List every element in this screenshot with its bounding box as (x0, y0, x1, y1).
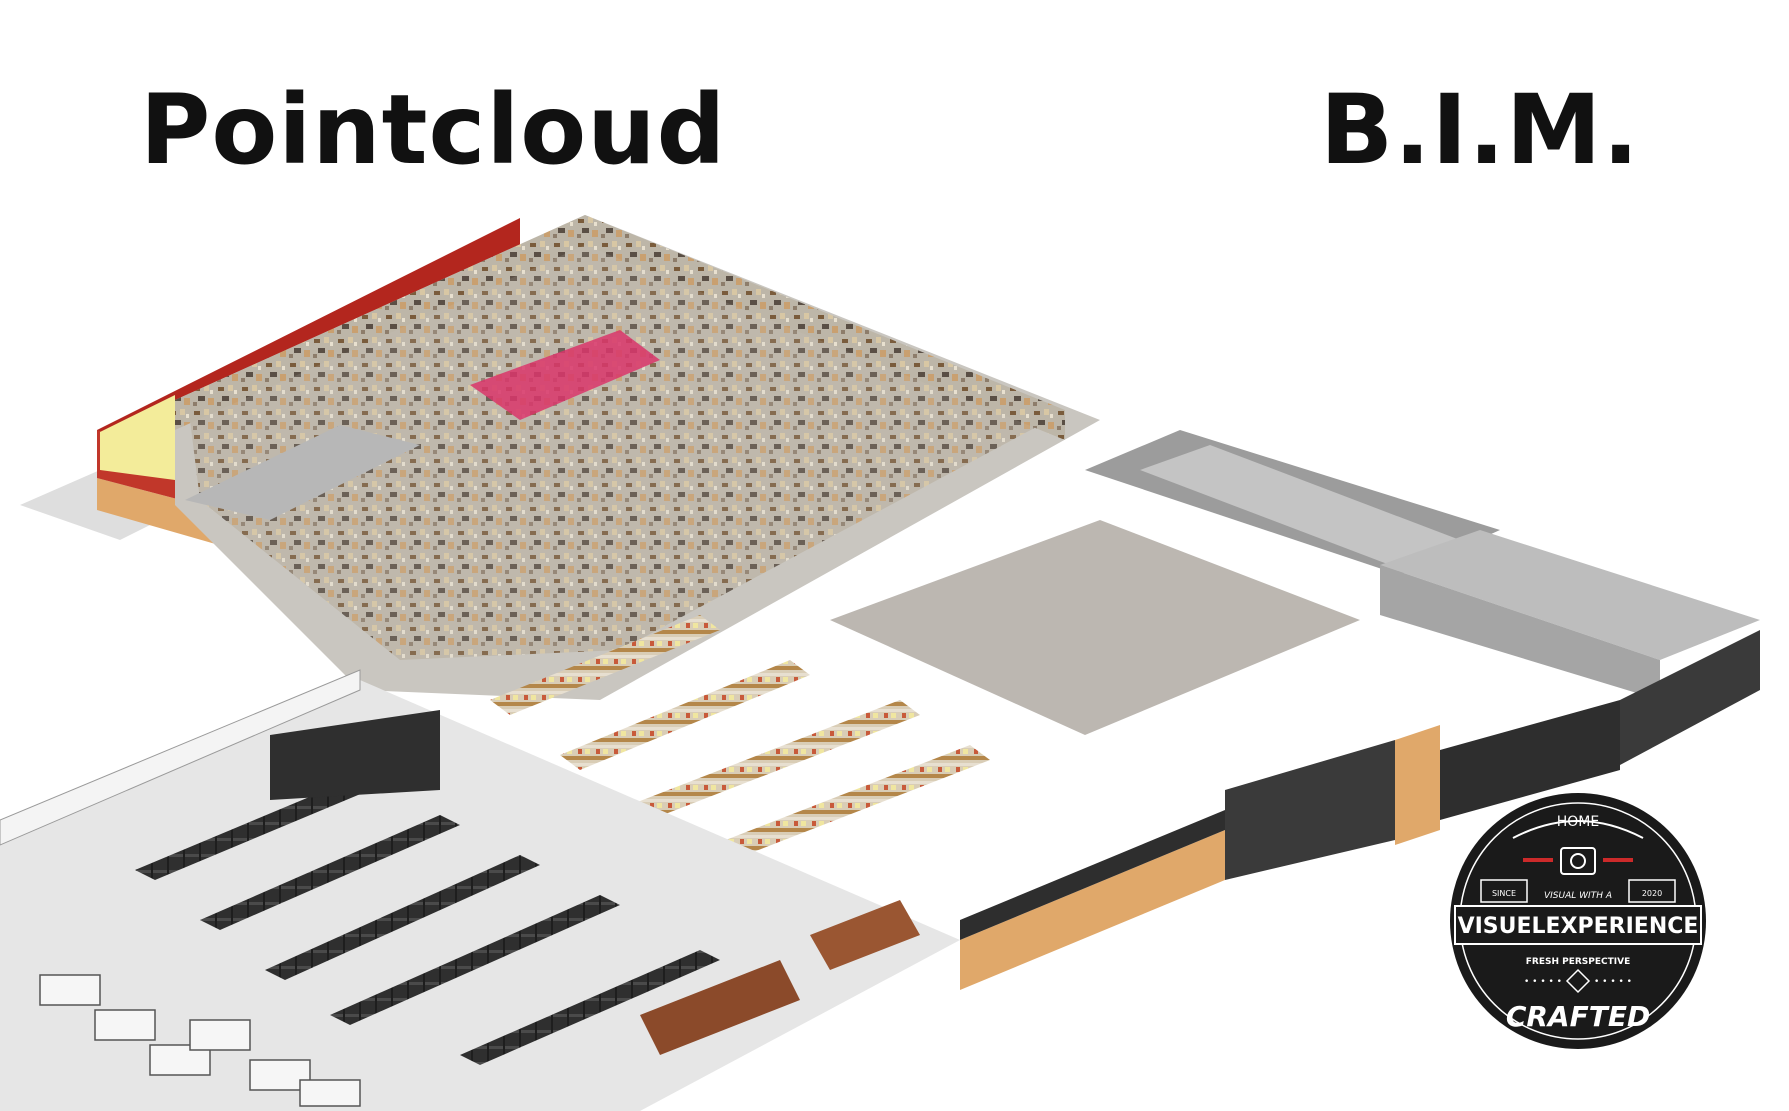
bim-rack-1 (135, 780, 370, 880)
wood-crate-1 (640, 960, 800, 1055)
pointcloud-back-walls (175, 215, 1065, 440)
camera-icon (1560, 847, 1596, 875)
bim-freezer-row (270, 710, 440, 800)
bim-rack-2 (200, 815, 460, 930)
visuelexperience-badge: HOME SINCE VISUAL WITH A 2020 VISUELEXPE… (1445, 788, 1711, 1054)
badge-home-text: HOME (1557, 814, 1599, 830)
aisle-3 (630, 700, 920, 820)
wood-crate-2 (810, 900, 920, 970)
bim-roof-block (1380, 530, 1760, 660)
bim-roof-front (1380, 565, 1660, 700)
bim-rack-5 (460, 950, 720, 1065)
bim-rack-4 (330, 895, 620, 1025)
aisle-2 (560, 660, 810, 770)
bim-front-glazing (960, 810, 1225, 940)
storefront-glass-front (1440, 700, 1620, 820)
badge-crafted-text: CRAFTED (1506, 1000, 1650, 1033)
aisle-4 (700, 745, 990, 865)
bim-front-wall (960, 830, 1225, 990)
pink-wall (470, 330, 660, 420)
badge-subtitle-text: FRESH PERSPECTIVE (1526, 957, 1630, 967)
badge-tagline-text: VISUAL WITH A (1544, 891, 1612, 901)
bim-title: B.I.M. (1320, 74, 1640, 186)
inner-wall-yellow (100, 395, 175, 480)
pointcloud-contents (190, 240, 1040, 660)
badge-brand-text: VISUELEXPERIENCE (1458, 914, 1699, 939)
pointcloud-title: Pointcloud (140, 74, 727, 186)
storefront-glass-right (1620, 630, 1760, 765)
bim-room-boxes (1140, 445, 1460, 565)
storefront-orange-pillar (1395, 725, 1440, 845)
badge-dots-left: • • • • • (1524, 977, 1562, 987)
checkout-counters (39, 974, 361, 1107)
left-ceiling-slab (185, 425, 420, 520)
bim-glazing-mid (1225, 740, 1395, 880)
aisle-1 (490, 615, 720, 715)
crafted-emblem-icon (1565, 968, 1591, 994)
badge-since-text: SINCE (1492, 889, 1516, 898)
badge-dots-right: • • • • • (1594, 977, 1632, 987)
bim-left-wall (0, 669, 361, 846)
central-ceiling (830, 520, 1360, 735)
badge-year-text: 2020 (1642, 889, 1662, 898)
bim-rack-3 (265, 855, 540, 980)
